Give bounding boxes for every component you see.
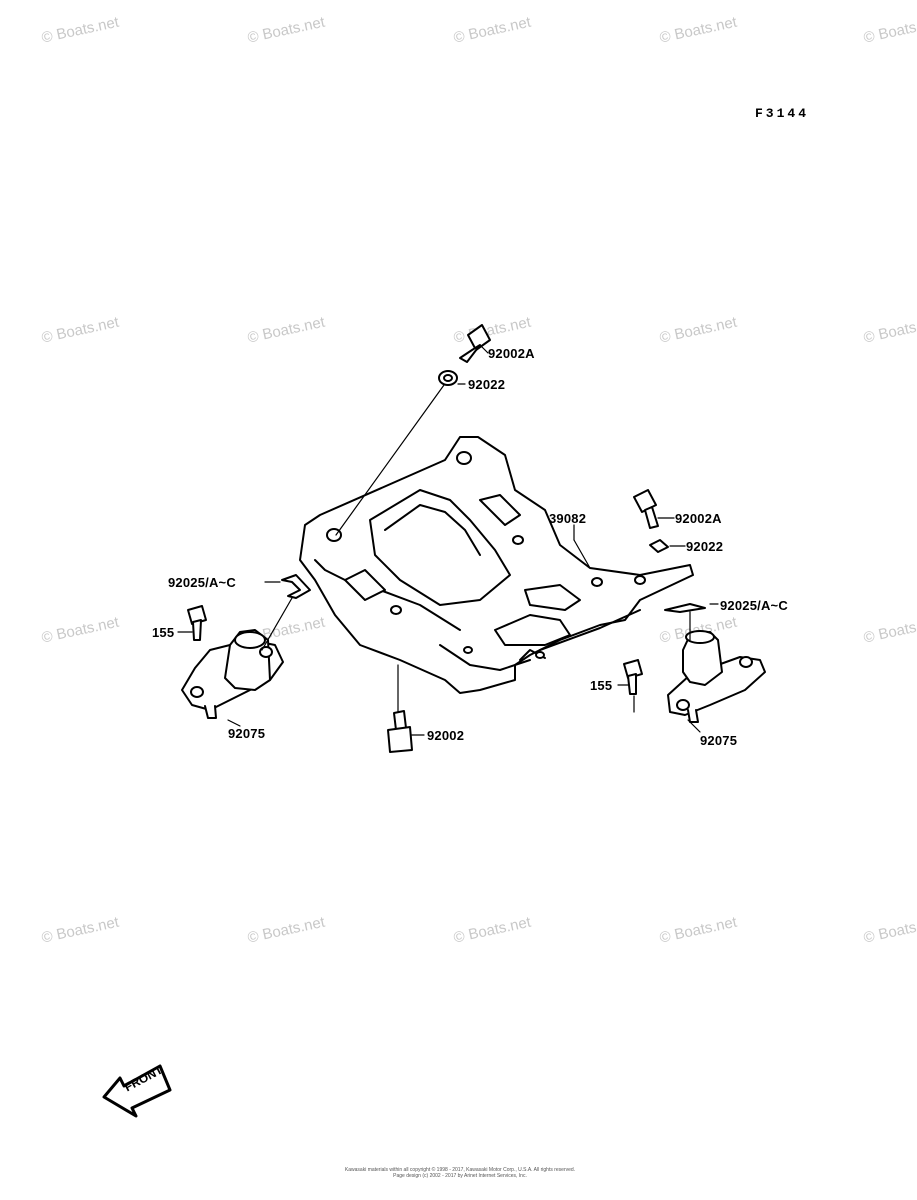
callout-label: 92022	[468, 377, 506, 392]
callout-label: 92025/A~C	[720, 598, 788, 613]
bolt-icon	[187, 605, 207, 641]
callout-label: 92002A	[488, 346, 535, 361]
callout-label: 92022	[686, 539, 724, 554]
callout-label: 92002	[427, 728, 465, 743]
bolt-icon	[459, 324, 491, 363]
copyright-line: Kawasaki materials within all copyright …	[344, 1167, 576, 1173]
front-arrow-icon	[102, 1064, 172, 1118]
copyright-notice: Kawasaki materials within all copyright …	[300, 1167, 620, 1179]
callout-label: 92075	[228, 726, 266, 741]
clip-icon	[281, 574, 311, 599]
copyright-line: Page design (c) 2002 - 2017 by Arinet In…	[393, 1173, 527, 1179]
engine-bracket	[299, 436, 694, 694]
engine-mount-icon	[181, 629, 284, 719]
washer-icon	[649, 539, 669, 553]
callout-label: 92075	[700, 733, 738, 748]
callout-label: 39082	[549, 511, 587, 526]
figure-id: F3144	[755, 106, 810, 121]
bolt-icon	[633, 489, 659, 529]
callout-label: 92025/A~C	[168, 575, 236, 590]
callout-label: 155	[152, 625, 175, 640]
bolt-icon	[623, 659, 643, 695]
callout-label: 155	[590, 678, 613, 693]
bolt-icon	[387, 710, 413, 753]
engine-mount-icon	[667, 630, 766, 723]
clip-icon	[664, 603, 706, 613]
callout-label: 92002A	[675, 511, 722, 526]
